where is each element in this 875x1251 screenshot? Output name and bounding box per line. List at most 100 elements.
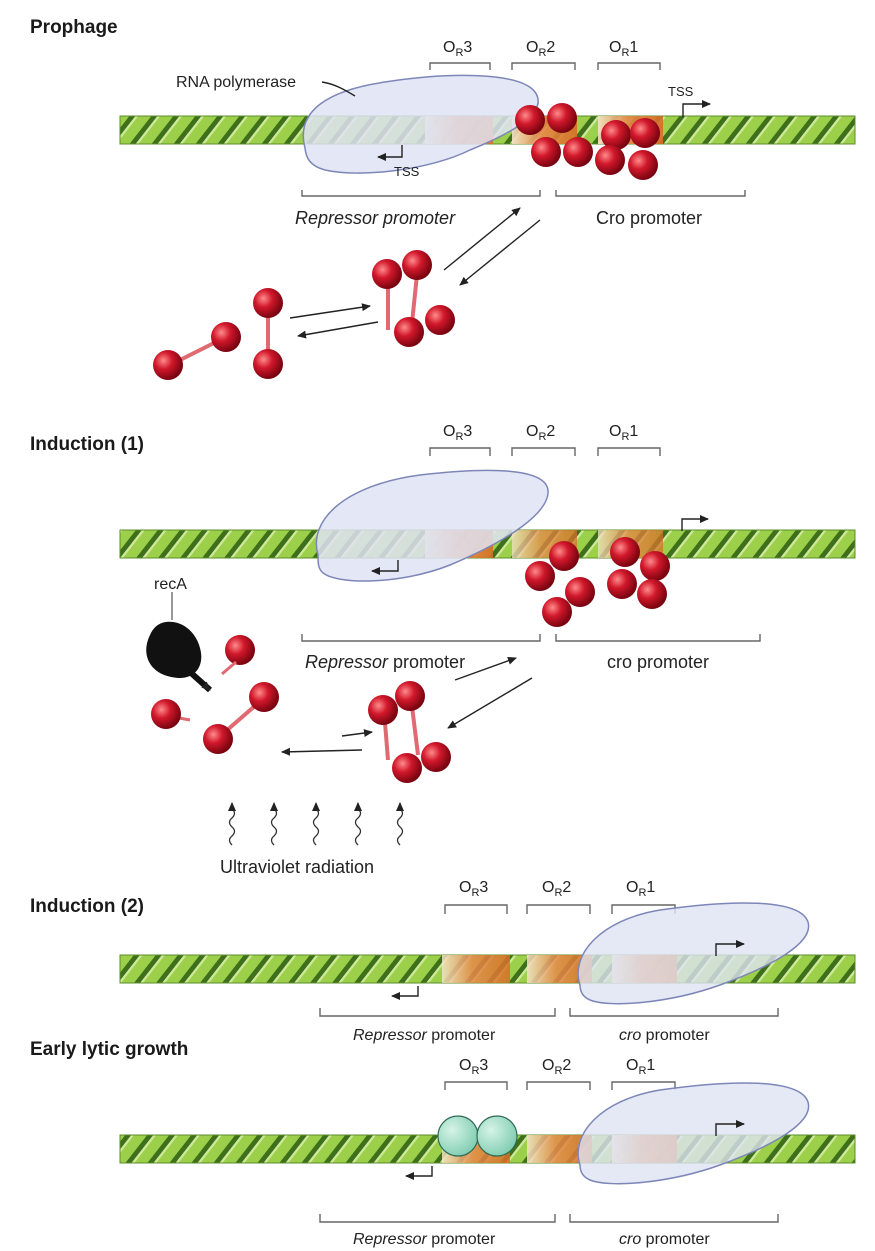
cro-promoter-bracket xyxy=(569,1008,779,1017)
repressor-protein xyxy=(392,753,422,783)
repressor-protein xyxy=(601,120,631,150)
repressor-promoter-bracket xyxy=(319,1008,556,1017)
panel-heading: Induction (2) xyxy=(30,896,144,917)
cro-promoter-bracket xyxy=(569,1214,779,1223)
repressor-promoter-label: Repressor promoter xyxy=(353,1027,496,1044)
dimerization-arrow xyxy=(297,321,379,339)
dimerization-arrow xyxy=(341,729,373,738)
cro-promoter-bracket xyxy=(555,190,746,197)
tss-label-right: TSS xyxy=(668,84,694,99)
panel-prophage: Prophage OR3 OR2 OR1 RNA polymerase TSS … xyxy=(30,17,856,380)
panel-heading: Induction (1) xyxy=(30,434,144,455)
repressor-protein xyxy=(628,150,658,180)
operator-or1: OR1 xyxy=(609,39,638,59)
cleaved-repressors xyxy=(151,635,451,783)
uv-wave-group xyxy=(228,802,404,846)
cro-dimer xyxy=(437,1115,518,1157)
repressor-protein xyxy=(253,288,283,318)
operator-or1: OR1 xyxy=(609,423,638,443)
repressor-protein xyxy=(402,250,432,280)
rna-polymerase-label: RNA polymerase xyxy=(176,74,296,91)
operator-region-or3 xyxy=(442,955,510,983)
cro-promoter-label: cro promoter xyxy=(619,1231,710,1248)
repressor-protein xyxy=(531,137,561,167)
repressor-protein xyxy=(637,579,667,609)
panel-heading: Prophage xyxy=(30,17,118,38)
binding-arrow xyxy=(459,219,541,286)
panel-heading: Early lytic growth xyxy=(30,1039,188,1060)
tss-arrow xyxy=(391,986,419,1000)
binding-arrow xyxy=(454,656,517,681)
repressor-protein xyxy=(372,259,402,289)
repressor-protein xyxy=(595,145,625,175)
tss-arrow xyxy=(715,1120,745,1136)
repressor-protein xyxy=(225,635,255,665)
tss-label-left: TSS xyxy=(394,164,420,179)
dimerization-arrow xyxy=(281,747,363,756)
rna-polymerase-pointer xyxy=(321,81,356,97)
tss-arrow xyxy=(405,1166,433,1180)
operator-or2: OR2 xyxy=(542,879,571,899)
cro-protein xyxy=(437,1115,479,1157)
bound-repressors xyxy=(515,103,660,180)
operator-or2: OR2 xyxy=(526,423,555,443)
repressor-promoter-bracket xyxy=(301,634,541,642)
uv-wave-icon xyxy=(312,802,320,846)
operator-or3: OR3 xyxy=(459,879,488,899)
repressor-protein xyxy=(640,551,670,581)
tss-arrow xyxy=(682,100,711,117)
operator-labels: OR3 OR2 OR1 xyxy=(429,39,661,70)
repressor-protein xyxy=(610,537,640,567)
free-repressors xyxy=(153,250,455,380)
cro-promoter-bracket xyxy=(555,634,761,642)
repressor-promoter-label: Repressor promoter xyxy=(295,208,456,228)
repressor-protein xyxy=(211,322,241,352)
operator-or3: OR3 xyxy=(443,423,472,443)
repressor-protein xyxy=(525,561,555,591)
operator-labels: OR3 OR2 OR1 xyxy=(444,879,676,914)
repressor-protein xyxy=(630,118,660,148)
cro-promoter-label: cro promoter xyxy=(607,652,709,672)
tss-arrow xyxy=(715,940,745,956)
reca-label: recA xyxy=(154,576,187,593)
repressor-protein xyxy=(249,682,279,712)
repressor-protein xyxy=(394,317,424,347)
repressor-protein xyxy=(515,105,545,135)
repressor-protein xyxy=(421,742,451,772)
tss-arrow xyxy=(371,560,399,575)
uv-wave-icon xyxy=(396,802,404,846)
operator-or2: OR2 xyxy=(542,1057,571,1077)
repressor-protein xyxy=(565,577,595,607)
repressor-protein xyxy=(607,569,637,599)
repressor-protein xyxy=(395,681,425,711)
repressor-protein xyxy=(151,699,181,729)
operator-or1: OR1 xyxy=(626,879,655,899)
repressor-protein xyxy=(203,724,233,754)
uv-wave-icon xyxy=(270,802,278,846)
uv-label: Ultraviolet radiation xyxy=(220,857,374,877)
panel-early-lytic-growth: Early lytic growth OR3 OR2 OR1 Repressor… xyxy=(30,1039,856,1248)
repressor-protein xyxy=(425,305,455,335)
bound-repressors xyxy=(525,537,670,627)
repressor-protein xyxy=(547,103,577,133)
binding-arrow xyxy=(447,677,533,729)
uv-wave-icon xyxy=(228,802,236,846)
repressor-protein xyxy=(549,541,579,571)
tss-arrow xyxy=(377,145,403,161)
cro-promoter-label: cro promoter xyxy=(619,1027,710,1044)
repressor-protein xyxy=(253,349,283,379)
dimerization-arrow xyxy=(289,303,371,319)
repressor-promoter-bracket xyxy=(319,1214,556,1223)
repressor-protein xyxy=(563,137,593,167)
cro-promoter-label: Cro promoter xyxy=(596,208,702,228)
repressor-promoter-label: Repressor promoter xyxy=(305,652,465,672)
panel-induction-1: Induction (1) OR3 OR2 OR1 Repr xyxy=(30,423,856,877)
repressor-protein xyxy=(153,350,183,380)
operator-labels: OR3 OR2 OR1 xyxy=(429,423,661,456)
rna-polymerase-shape xyxy=(315,469,549,582)
operator-or3: OR3 xyxy=(459,1057,488,1077)
tss-arrow xyxy=(681,515,709,531)
repressor-protein xyxy=(542,597,572,627)
repressor-protein xyxy=(368,695,398,725)
